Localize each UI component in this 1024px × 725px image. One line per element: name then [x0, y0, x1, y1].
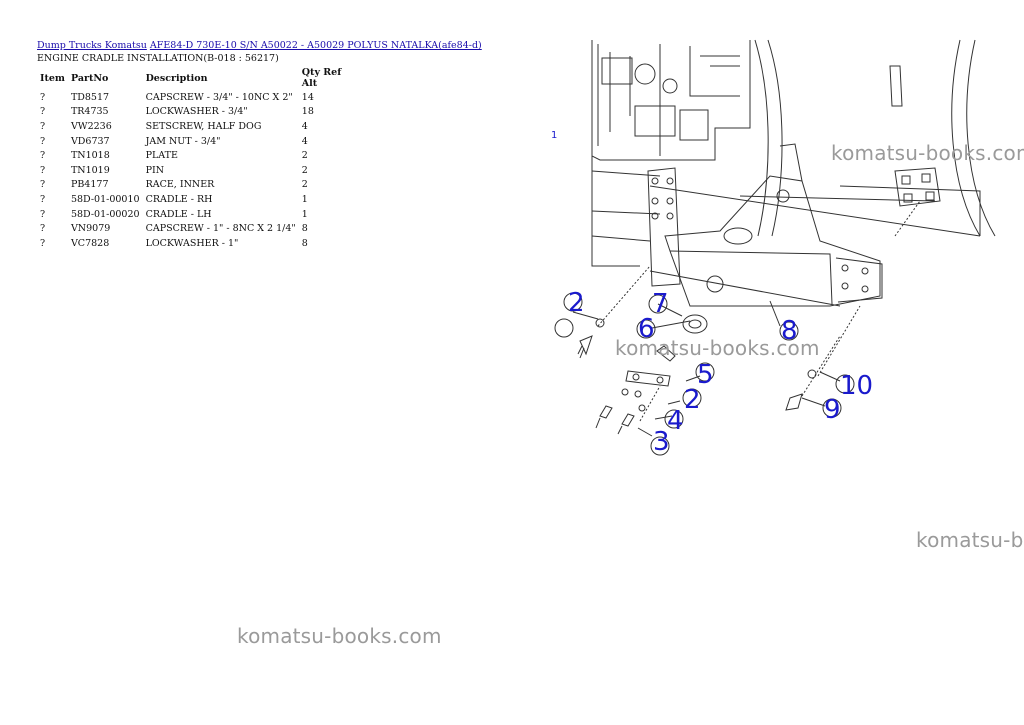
cell-qty: 8 [301, 237, 308, 249]
cell-partno: PB4177 [70, 179, 109, 191]
cell-description: PIN [145, 164, 165, 176]
cell-description: CAPSCREW - 3/4" - 10NC X 2" [145, 91, 293, 103]
breadcrumb: Dump Trucks Komatsu AFE84-D 730E-10 S/N … [37, 40, 482, 51]
cell-description: RACE, INNER [145, 179, 215, 191]
cell-item: ? [40, 135, 46, 147]
col-header-description: Description [145, 72, 208, 84]
parts-diagram: 1 2 7 6 8 5 2 4 3 10 9 [551, 39, 996, 457]
watermark: komatsu-books.com [831, 141, 1024, 165]
cell-item: ? [40, 91, 46, 103]
cell-partno: 58D-01-00020 [70, 208, 140, 220]
diagram-callouts: 1 2 7 6 8 5 2 4 3 10 9 [551, 130, 873, 457]
table-row: ? TD8517 CAPSCREW - 3/4" - 10NC X 2" 14 [37, 90, 345, 105]
cell-partno: VN9079 [70, 223, 111, 235]
cell-qty: 2 [301, 164, 308, 176]
callout-7: 7 [652, 289, 669, 319]
cell-item: ? [40, 150, 46, 162]
parts-table: Item PartNo Description Qty Ref Alt ? TD8… [37, 66, 345, 251]
table-row: ? TN1018 PLATE 2 [37, 148, 345, 163]
cell-item: ? [40, 193, 46, 205]
watermark: komatsu-b [916, 528, 1024, 552]
table-row: ? VC7828 LOCKWASHER - 1" 8 [37, 236, 345, 251]
cell-item: ? [40, 208, 46, 220]
callout-10: 10 [840, 371, 873, 401]
cell-partno: TN1018 [70, 150, 110, 162]
cell-partno: TR4735 [70, 106, 109, 118]
cell-partno: TN1019 [70, 164, 110, 176]
callout-8: 8 [781, 316, 798, 346]
cell-qty: 2 [301, 179, 308, 191]
cell-partno: VW2236 [70, 120, 112, 132]
cell-qty: 18 [301, 106, 314, 118]
breadcrumb-link-model[interactable]: AFE84-D 730E-10 S/N A50022 - A50029 POLY… [149, 40, 482, 51]
callout-9: 9 [824, 395, 841, 425]
table-row: ? 58D-01-00020 CRADLE - LH 1 [37, 207, 345, 222]
callout-2-upper: 2 [568, 288, 585, 318]
cell-item: ? [40, 106, 46, 118]
cell-description: CRADLE - RH [145, 193, 213, 205]
cell-item: ? [40, 237, 46, 249]
cell-description: SETSCREW, HALF DOG [145, 120, 262, 132]
cell-item: ? [40, 223, 46, 235]
page-title: ENGINE CRADLE INSTALLATION(B-018 : 56217… [37, 53, 279, 64]
cell-description: JAM NUT - 3/4" [145, 135, 221, 147]
table-row: ? VW2236 SETSCREW, HALF DOG 4 [37, 119, 345, 134]
table-row: ? TR4735 LOCKWASHER - 3/4" 18 [37, 105, 345, 120]
cell-item: ? [40, 179, 46, 191]
cell-partno: VD6737 [70, 135, 110, 147]
cell-item: ? [40, 120, 46, 132]
cell-qty: 1 [301, 208, 308, 220]
callout-3: 3 [653, 427, 670, 457]
callout-5: 5 [697, 360, 714, 390]
cell-partno: 58D-01-00010 [70, 193, 140, 205]
cell-description: LOCKWASHER - 1" [145, 237, 239, 249]
cell-description: CRADLE - LH [145, 208, 212, 220]
table-row: ? VN9079 CAPSCREW - 1" - 8NC X 2 1/4" 8 [37, 221, 345, 236]
callout-1: 1 [551, 130, 557, 141]
cell-description: PLATE [145, 150, 178, 162]
cell-qty: 4 [301, 135, 308, 147]
cell-partno: VC7828 [70, 237, 110, 249]
breadcrumb-link-category[interactable]: Dump Trucks Komatsu [37, 40, 147, 51]
table-row: ? 58D-01-00010 CRADLE - RH 1 [37, 192, 345, 207]
cell-qty: 8 [301, 223, 308, 235]
cell-qty: 1 [301, 193, 308, 205]
table-row: ? TN1019 PIN 2 [37, 163, 345, 178]
cell-partno: TD8517 [70, 91, 110, 103]
cell-qty: 14 [301, 91, 314, 103]
table-row: ? PB4177 RACE, INNER 2 [37, 178, 345, 193]
col-header-partno: PartNo [70, 72, 109, 84]
cell-qty: 2 [301, 150, 308, 162]
col-header-qty: Qty Ref Alt [301, 67, 342, 89]
callout-4: 4 [667, 406, 684, 436]
diagram-line-art [554, 39, 996, 456]
cell-description: LOCKWASHER - 3/4" [145, 106, 248, 118]
table-header-row: Item PartNo Description Qty Ref Alt [37, 66, 345, 90]
cell-description: CAPSCREW - 1" - 8NC X 2 1/4" [145, 223, 296, 235]
callout-6: 6 [638, 314, 655, 344]
table-row: ? VD6737 JAM NUT - 3/4" 4 [37, 134, 345, 149]
callout-2-lower: 2 [684, 385, 701, 415]
watermark: komatsu-books.com [237, 624, 442, 648]
cell-qty: 4 [301, 120, 308, 132]
watermark: komatsu-books.com [615, 336, 820, 360]
cell-item: ? [40, 164, 46, 176]
col-header-item: Item [40, 72, 65, 84]
